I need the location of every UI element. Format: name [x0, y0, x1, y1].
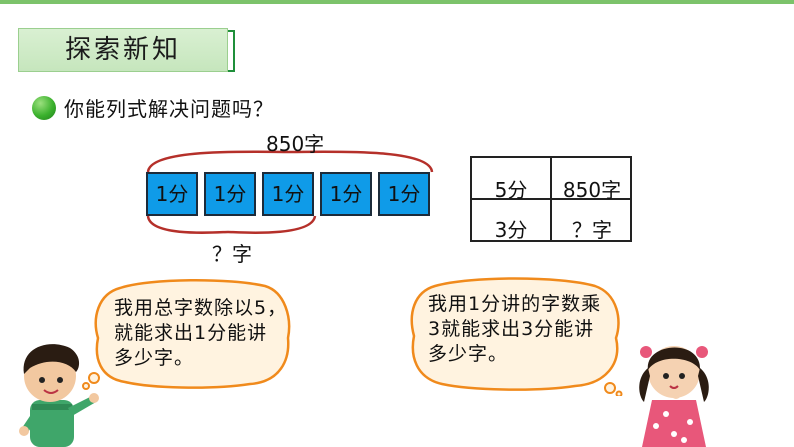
- girl-illustration: [632, 330, 716, 447]
- unknown-words-label: ？字: [212, 238, 252, 267]
- page-title: 探索新知: [18, 28, 228, 72]
- table-cell: ？字: [552, 214, 632, 243]
- bubble-line: 我用1分讲的字数乘: [428, 292, 601, 317]
- bubble-line: 多少字。: [428, 342, 601, 367]
- question-text: 你能列式解决问题吗？: [64, 93, 274, 122]
- boy-illustration: [8, 338, 100, 447]
- minute-segment: 1分: [146, 172, 198, 216]
- bubble-line: 我用总字数除以5，: [114, 296, 287, 321]
- bubble-line: 就能求出1分能讲: [114, 321, 287, 346]
- table-cell: 3分: [472, 214, 550, 243]
- minute-segment: 1分: [262, 172, 314, 216]
- green-bullet-icon: [32, 96, 56, 120]
- minute-segment: 1分: [204, 172, 256, 216]
- girl-thought-text: 我用1分讲的字数乘 3就能求出3分能讲 多少字。: [428, 292, 601, 367]
- bubble-line: 多少字。: [114, 346, 287, 371]
- minute-segment: 1分: [378, 172, 430, 216]
- top-decorative-line: [0, 0, 794, 4]
- table-cell: 5分: [472, 174, 550, 203]
- boy-thought-text: 我用总字数除以5， 就能求出1分能讲 多少字。: [114, 296, 287, 371]
- table-cell: 850字: [552, 174, 632, 203]
- minute-segment: 1分: [320, 172, 372, 216]
- total-words-label: 850字: [266, 128, 324, 157]
- bubble-line: 3就能求出3分能讲: [428, 317, 601, 342]
- part-brace: [148, 216, 315, 233]
